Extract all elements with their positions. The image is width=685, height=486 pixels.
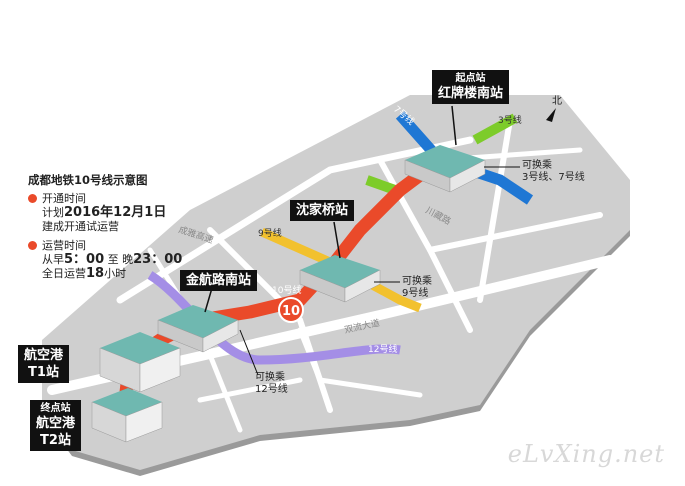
transfer-note-jinhanglu: 可换乘 12号线 — [255, 372, 288, 395]
station-name-shenjiaqiao: 沈家桥站 — [296, 203, 349, 218]
opening-note: 建成开通试运营 — [42, 220, 119, 233]
line-3-left — [365, 175, 397, 195]
start-tag: 起点站 — [455, 73, 486, 84]
callout-hongpailou: 起点站 红牌楼南站 — [432, 70, 510, 104]
line10-badge — [278, 297, 304, 323]
pointer-shenjiaqiao — [333, 221, 341, 259]
daily-suffix: 小时 — [104, 267, 127, 280]
daily-hours: 18 — [86, 266, 105, 281]
end-tag: 终点站 — [40, 403, 71, 414]
callout-t2: 终点站 航空港 T2站 — [30, 400, 82, 451]
callout-jinhanglu: 金航路南站 — [180, 270, 258, 291]
station-name-hongpailou: 红牌楼南站 — [438, 86, 504, 101]
line-label-12: 12号线 — [368, 343, 397, 355]
hours-row: 从早5：00 至 晚23：00 — [28, 253, 198, 267]
line10-badge-text: 10 — [282, 304, 300, 319]
opening-label: 开通时间 — [42, 192, 86, 205]
legend: 成都地铁10号线示意图 开通时间 计划2016年12月1日 建成开通试运营 运营… — [28, 172, 198, 281]
north-label: 北 — [552, 95, 562, 107]
legend-title: 成都地铁10号线示意图 — [28, 173, 148, 187]
pointer-jinhanglu — [204, 287, 213, 313]
station-name-t1: 航空港 T1站 — [24, 348, 64, 380]
north-arrow-icon — [546, 108, 556, 122]
transfer-pointer-12 — [239, 329, 259, 376]
pointer-hongpailou — [451, 105, 457, 146]
line-label-9: 9号线 — [258, 227, 282, 239]
opening-date-row: 计划2016年12月1日 — [28, 206, 198, 220]
station-t1-terminal — [99, 332, 181, 393]
hours-label: 运营时间 — [42, 239, 86, 252]
station-jinhanglu — [157, 305, 239, 353]
opening-plan-prefix: 计划 — [42, 206, 64, 219]
daily-row: 全日运营18小时 — [28, 267, 198, 281]
hours-from: 从早 — [42, 253, 64, 266]
legend-hours: 运营时间 — [28, 238, 198, 253]
station-hongpailou — [404, 145, 486, 193]
transfer-note-hongpailou: 可换乘 3号线、7号线 — [522, 160, 585, 183]
bullet-icon — [28, 241, 37, 250]
callout-shenjiaqiao: 沈家桥站 — [290, 200, 355, 221]
callout-t1: 航空港 T1站 — [18, 345, 70, 383]
legend-opening: 开通时间 — [28, 191, 198, 206]
station-shenjiaqiao — [299, 255, 381, 303]
station-name-jinhanglu: 金航路南站 — [186, 273, 252, 288]
transfer-note-shenjiaqiao: 可换乘 9号线 — [402, 276, 432, 299]
opening-date: 2016年12月1日 — [64, 205, 167, 220]
line-label-10: 10号线 — [272, 284, 301, 296]
station-t2-terminal — [91, 388, 163, 443]
station-name-t2: 航空港 T2站 — [36, 416, 76, 448]
hours-start: 5：00 — [64, 252, 105, 267]
hours-end: 23：00 — [133, 252, 183, 267]
daily-prefix: 全日运营 — [42, 267, 86, 280]
hours-to: 至 晚 — [107, 253, 134, 266]
bullet-icon — [28, 194, 37, 203]
line-3-top — [472, 113, 518, 145]
line-label-3: 3号线 — [498, 114, 522, 126]
watermark: eLvXing.net — [507, 440, 665, 468]
line-12 — [147, 271, 401, 365]
